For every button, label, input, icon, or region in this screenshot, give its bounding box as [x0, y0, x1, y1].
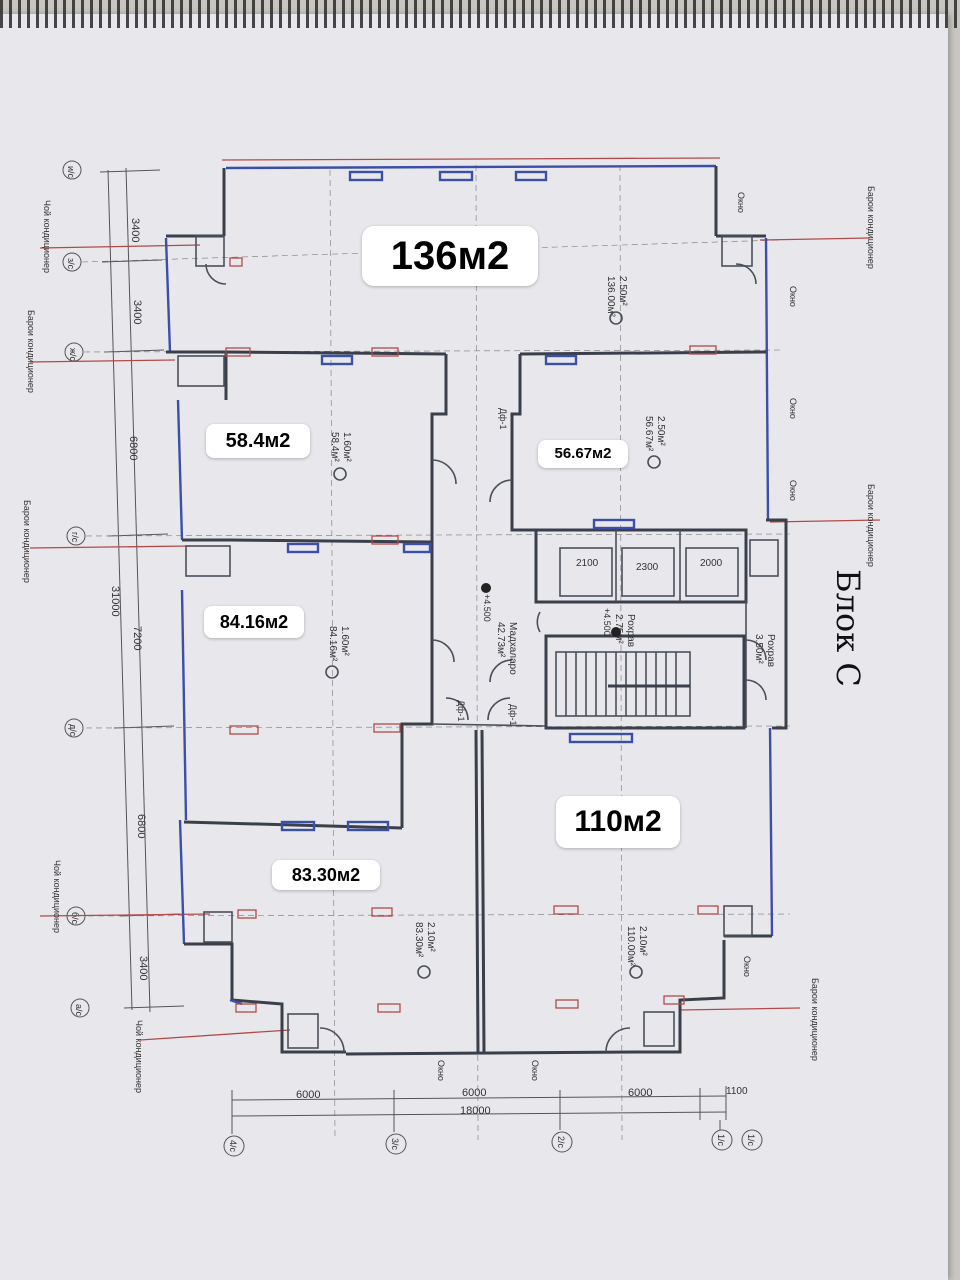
ac-note-bottom: Чой кондиционер	[134, 1020, 144, 1093]
dim-bottom-3: 6000	[628, 1087, 652, 1099]
block-title: Блок С	[829, 569, 867, 687]
ac-note-left-1: Чой кондиционер	[42, 200, 52, 273]
lobby-area: 42.73м²	[495, 622, 506, 658]
lobby-mark: +4.500	[482, 594, 492, 622]
dim-left-4: 7200	[131, 626, 143, 650]
dim-bottom-2: 6000	[462, 1087, 486, 1099]
door-swings	[205, 263, 767, 1053]
elevators: 2100 2300 2000	[576, 558, 723, 573]
lobby-name: Мадхаларо	[507, 622, 518, 675]
area-label-56: 56.67м2	[538, 440, 628, 468]
ac-note-right-1: Барои кондиционер	[866, 186, 876, 269]
bathroom-units	[177, 235, 779, 1049]
left-dimension-chain: 3400 3400 6800 31000 7200 6800 3400	[99, 167, 185, 1013]
dim-bottom-4: 1100	[726, 1086, 748, 1097]
elevator-1-width: 2100	[576, 558, 599, 569]
ac-note-right-2: Барои кондиционер	[866, 484, 876, 567]
dim-left-total: 31000	[109, 586, 121, 617]
room5-sub: 83.30м²	[413, 922, 424, 958]
axis-left-2: з/с	[66, 258, 76, 270]
axis-bottom-2: 3/с	[390, 1138, 400, 1151]
room3-area: 2.50м²	[655, 416, 666, 446]
axis-bottom-5: 1/с	[746, 1134, 756, 1147]
dim-left-5: 6800	[135, 814, 147, 838]
room2-sub: 58.4м²	[329, 432, 340, 462]
axis-left-1: и/с	[66, 166, 76, 179]
door-label-1: Дф-1	[498, 408, 508, 430]
room6-sub: 110.00м²	[625, 926, 636, 967]
ac-note-left-3: Барои кондиционер	[22, 500, 32, 583]
room6-area: 2.10м²	[637, 926, 648, 956]
dim-left-6: 3400	[137, 956, 149, 980]
room2-area: 1.60м²	[341, 432, 352, 462]
window-label-2: Окно	[788, 286, 798, 307]
dim-bottom-total: 18000	[460, 1105, 491, 1117]
window-label-4: Окно	[788, 480, 798, 501]
bottom-dimension-chain: 6000 6000 6000 1100 18000	[231, 1086, 748, 1124]
dim-bottom-1: 6000	[296, 1089, 320, 1101]
room5-area: 2.10м²	[425, 922, 436, 952]
axis-left-4: г/с	[70, 532, 80, 543]
hall-name: Рохрав	[625, 614, 636, 647]
area-label-110: 110м2	[556, 796, 680, 848]
room-annotations: 2.50м² 136.00м² 1.60м² 58.4м² 2.50м² 56.…	[325, 192, 798, 1081]
bottom-axis-markers: 4/с 3/с 2/с 1/с 1/с	[223, 1120, 763, 1157]
dim-left-1: 3400	[129, 218, 141, 242]
room4-area: 1.60м²	[339, 626, 350, 656]
ac-note-left-2: Барои кондиционер	[26, 310, 36, 393]
dim-left-3: 6800	[127, 436, 139, 460]
room1-sub: 136.00м²	[605, 276, 616, 317]
area-label-136: 136м2	[362, 226, 538, 286]
radiator-marks	[225, 170, 719, 1013]
ac-leader-lines	[29, 237, 881, 1041]
axis-bottom-1: 4/с	[228, 1140, 238, 1153]
dim-left-2: 3400	[131, 300, 143, 324]
paper-sheet	[0, 14, 948, 1280]
axis-left-3: ж/с	[68, 348, 78, 362]
axis-bottom-4: 1/с	[716, 1134, 726, 1147]
staircase	[555, 651, 691, 717]
elevator-3-width: 2000	[700, 558, 723, 569]
axis-left-7: а/с	[74, 1004, 84, 1017]
window-label-1: Окно	[736, 192, 746, 213]
ac-note-left-4: Чой кондиционер	[52, 860, 62, 933]
notebook-spiral	[0, 0, 960, 28]
window-label-5: Окно	[436, 1060, 446, 1081]
axis-left-6: б/с	[70, 912, 80, 925]
level-marker	[481, 583, 621, 637]
axis-left-5: д/с	[68, 724, 78, 737]
window-label-6: Окно	[530, 1060, 540, 1081]
hall-mark: +4.500	[602, 608, 612, 636]
room4-sub: 84.16м²	[327, 626, 338, 662]
door-label-2: Дф-1	[456, 700, 466, 722]
elevator-2-width: 2300	[636, 562, 659, 573]
window-label-3: Окно	[788, 398, 798, 419]
room3-sub: 56.67м²	[643, 416, 654, 452]
area-label-83: 83.30м2	[272, 860, 380, 890]
area-label-84: 84.16м2	[204, 606, 304, 638]
axis-bottom-3: 2/с	[556, 1136, 566, 1149]
hall2-name: Рохрав	[765, 634, 776, 667]
window-label-7: Окно	[742, 956, 752, 977]
area-label-58: 58.4м2	[206, 424, 310, 458]
ac-note-right-3: Барои кондиционер	[810, 978, 820, 1061]
interior-walls	[183, 350, 767, 1055]
ac-notes: Чой кондиционер Барои кондиционер Барои …	[22, 186, 876, 1093]
door-label-3: Дф-1	[508, 704, 518, 726]
room1-area: 2.50м²	[617, 276, 628, 306]
left-axis-markers: и/с з/с ж/с г/с д/с б/с а/с	[62, 160, 90, 1018]
hall2-area: 3.50м²	[753, 634, 764, 664]
